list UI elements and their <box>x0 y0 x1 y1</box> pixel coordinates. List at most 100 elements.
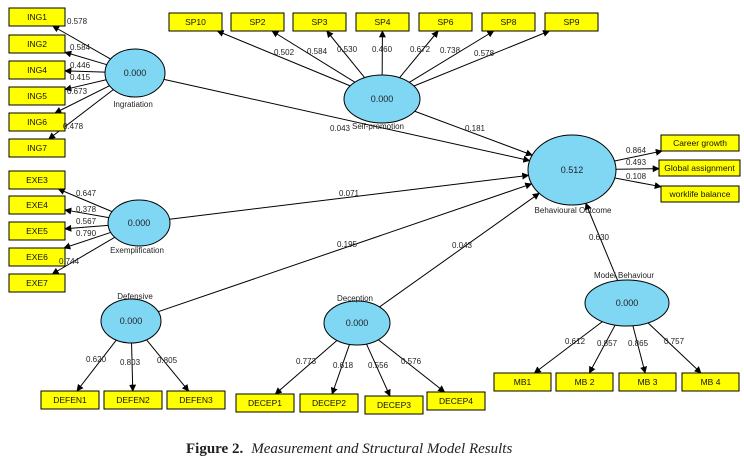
self-promotion-loading-arrow <box>399 30 439 79</box>
construct-value-def: 0.000 <box>120 316 143 326</box>
exemplification-loading-label: 0.744 <box>59 257 80 266</box>
self-promotion-loading-label: 0.672 <box>410 45 431 54</box>
indicator-box <box>8 86 66 106</box>
deception-loading-label: 0.556 <box>368 361 389 370</box>
self-promotion-path-coefficient: 0.181 <box>465 124 486 133</box>
indicator-label-ing7: ING7 <box>27 143 47 153</box>
self-promotion-loading-arrow <box>216 30 351 87</box>
indicator-box <box>8 112 66 132</box>
construct-value-ing: 0.000 <box>124 68 147 78</box>
exemplification-loading-arrow <box>64 207 109 219</box>
self-promotion-loading-arrow <box>413 30 550 87</box>
indicator-box <box>544 12 599 32</box>
deception-loading-label: 0.773 <box>296 357 317 366</box>
indicator-label-ing4: ING4 <box>27 65 47 75</box>
defensive-loading-label: 0.803 <box>120 358 141 367</box>
self-promotion-loading-arrow <box>271 30 356 83</box>
construct-ellipse <box>527 134 617 206</box>
indicator-box <box>481 12 536 32</box>
indicator-label-mb3: MB 3 <box>638 377 658 387</box>
indicator-box <box>230 12 285 32</box>
indicator-label-cg: Career growth <box>673 138 727 148</box>
construct-value-mb: 0.000 <box>616 298 639 308</box>
indicator-box <box>168 12 223 32</box>
defensive-path-arrow <box>158 182 533 313</box>
indicator-label-ga: Global assignment <box>664 163 735 173</box>
construct-ellipse <box>100 298 162 344</box>
model-behaviour-loading-arrow <box>647 322 702 374</box>
indicator-box <box>681 372 740 392</box>
model-behaviour-loading-arrow <box>533 321 603 374</box>
exemplification-loading-arrow <box>57 188 113 213</box>
model-behaviour-loading-label: 0.857 <box>597 339 618 348</box>
ingratiation-loading-arrow <box>54 85 110 114</box>
self-promotion-loading-arrow <box>409 30 495 83</box>
indicator-box <box>8 170 66 190</box>
deception-loading-arrow <box>330 344 350 395</box>
model-behaviour-loading-arrow <box>632 325 647 374</box>
exemplification-loading-label: 0.647 <box>76 189 97 198</box>
self-promotion-loading-label: 0.578 <box>474 49 495 58</box>
indicator-label-sp4: SP4 <box>374 17 390 27</box>
self-promotion-loading-label: 0.502 <box>274 48 295 57</box>
ingratiation-loading-arrow <box>64 79 107 92</box>
deception-loading-arrow <box>378 339 446 393</box>
construct-ellipse <box>584 279 670 327</box>
deception-loading-label: 0.618 <box>333 361 354 370</box>
deception-path-arrow <box>379 192 540 308</box>
indicator-label-sp2: SP2 <box>249 17 265 27</box>
indicator-label-exe5: EXE5 <box>26 226 48 236</box>
construct-ellipse <box>343 74 421 124</box>
indicator-box <box>8 273 66 293</box>
indicator-box <box>292 12 347 32</box>
model-behaviour-loading-label: 0.865 <box>628 339 649 348</box>
ingratiation-loading-label: 0.415 <box>70 73 91 82</box>
indicator-box <box>660 185 740 203</box>
indicator-label-decep1: DECEP1 <box>248 398 282 408</box>
behavioural-outcome-loading-label: 0.493 <box>626 158 647 167</box>
defensive-loading-label: 0.620 <box>86 355 107 364</box>
indicator-label-exe3: EXE3 <box>26 175 48 185</box>
construct-ellipse <box>107 199 171 247</box>
indicator-label-decep3: DECEP3 <box>377 400 411 410</box>
exemplification-path-arrow <box>169 172 530 220</box>
indicator-label-exe4: EXE4 <box>26 200 48 210</box>
behavioural-outcome-loading-label: 0.108 <box>626 172 647 181</box>
indicator-box <box>493 372 552 392</box>
model-behaviour-path-coefficient: 0.630 <box>589 233 610 242</box>
exemplification-loading-label: 0.378 <box>76 205 97 214</box>
ingratiation-loading-label: 0.446 <box>70 61 91 70</box>
indicator-box <box>418 12 473 32</box>
indicator-label-defen1: DEFEN1 <box>53 395 87 405</box>
indicator-label-sp9: SP9 <box>563 17 579 27</box>
defensive-loading-arrow <box>146 339 190 392</box>
construct-ellipse <box>323 300 391 346</box>
indicator-box <box>8 221 66 241</box>
indicator-label-ing1: ING1 <box>27 12 47 22</box>
indicator-label-ing2: ING2 <box>27 39 47 49</box>
indicator-label-ing5: ING5 <box>27 91 47 101</box>
ingratiation-loading-label: 0.478 <box>63 122 84 131</box>
construct-label-ing: Ingratiation <box>113 100 153 109</box>
exemplification-loading-arrow <box>64 224 109 232</box>
self-promotion-path-arrow <box>414 110 533 157</box>
indicator-label-sp3: SP3 <box>311 17 327 27</box>
caption-number: Figure 2. <box>186 441 243 457</box>
construct-value-exe: 0.000 <box>128 218 151 228</box>
construct-value-dec: 0.000 <box>346 318 369 328</box>
ingratiation-loading-label: 0.673 <box>67 87 88 96</box>
model-behaviour-loading-arrow <box>588 324 616 374</box>
ingratiation-loading-label: 0.584 <box>70 43 91 52</box>
indicator-box <box>426 391 486 411</box>
ingratiation-path-coefficient: 0.043 <box>330 124 351 133</box>
behavioural-outcome-loading-arrow <box>614 148 663 162</box>
indicator-label-sp8: SP8 <box>500 17 516 27</box>
self-promotion-loading-label: 0.738 <box>440 46 461 55</box>
behavioural-outcome-loading-label: 0.864 <box>626 146 647 155</box>
indicator-label-mb1: MB1 <box>514 377 532 387</box>
ingratiation-loading-arrow <box>52 25 111 60</box>
ingratiation-loading-label: 0.578 <box>67 17 88 26</box>
indicator-box <box>555 372 614 392</box>
indicator-box <box>8 138 66 158</box>
